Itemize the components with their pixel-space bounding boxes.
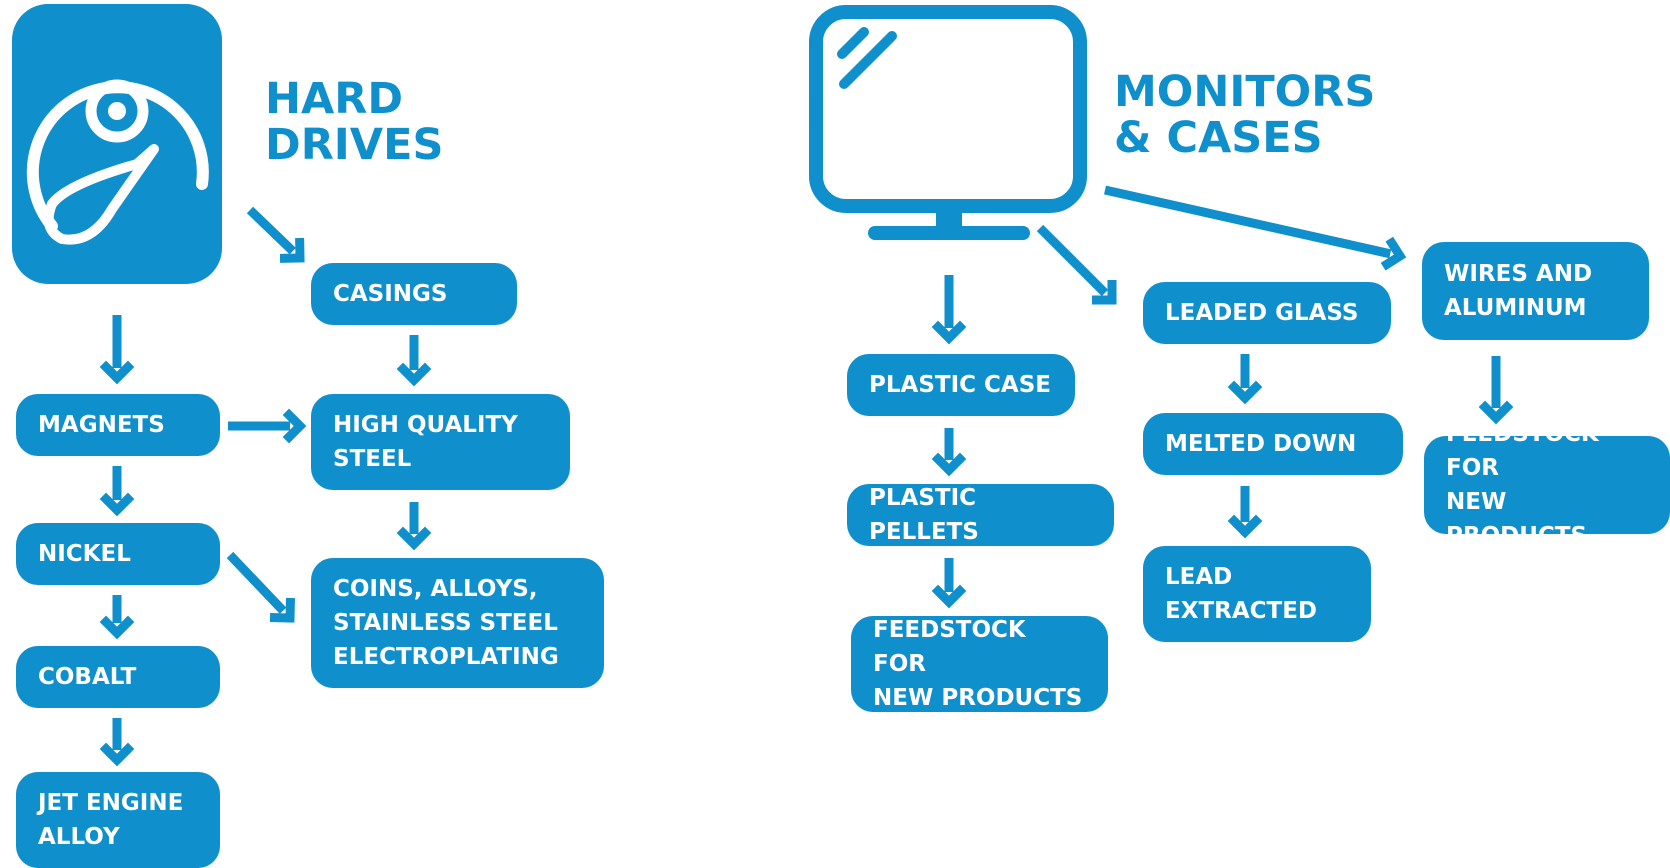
nickel-box: NICKEL [16, 523, 220, 585]
wires-aluminum-box: WIRES AND ALUMINUM [1422, 242, 1649, 340]
feedstock-right-box: FEEDSTOCK FOR NEW PRODUCTS [1424, 421, 1670, 549]
arrow-cobalt-to-jet [99, 718, 135, 767]
hard-drives-title: HARD DRIVES [265, 74, 444, 170]
magnets-box: MAGNETS [16, 394, 220, 456]
cobalt-box: COBALT [16, 646, 220, 708]
arrow-pellets-to-feedstock [931, 558, 967, 609]
feedstock-right-label: FEEDSTOCK FOR NEW PRODUCTS [1446, 421, 1599, 549]
arrow-steel-to-coins [396, 502, 432, 551]
arrow-nickel-to-cobalt [99, 595, 135, 640]
plastic-case-box: PLASTIC CASE [847, 354, 1075, 416]
jet-engine-alloy-label: JET ENGINE ALLOY [38, 790, 184, 850]
melted-down-box: MELTED DOWN [1143, 413, 1403, 475]
high-quality-steel-box: HIGH QUALITY STEEL [311, 394, 570, 490]
casings-box: CASINGS [311, 263, 517, 325]
arrow-leaded-glass-to-melted [1227, 354, 1263, 405]
arrow-hd-to-magnets [99, 315, 135, 385]
high-quality-steel-label: HIGH QUALITY STEEL [333, 412, 518, 472]
coins-alloys-label: COINS, ALLOYS, STAINLESS STEEL ELECTROPL… [333, 576, 559, 670]
arrow-monitor-to-wires [1104, 185, 1407, 271]
arrow-plastic-case-to-pellets [931, 428, 967, 477]
nickel-label: NICKEL [38, 541, 131, 567]
arrow-hd-to-casings [246, 206, 305, 263]
lead-extracted-label: LEAD EXTRACTED [1165, 564, 1318, 624]
arrow-magnets-to-nickel [99, 466, 135, 517]
plastic-pellets-label: PLASTIC PELLETS [869, 485, 979, 545]
arrow-nickel-to-coins [226, 551, 295, 623]
plastic-case-label: PLASTIC CASE [869, 372, 1051, 398]
feedstock-left-label: FEEDSTOCK FOR NEW PRODUCTS [873, 617, 1083, 711]
cobalt-label: COBALT [38, 664, 137, 690]
plastic-pellets-box: PLASTIC PELLETS [847, 484, 1114, 546]
coins-alloys-box: COINS, ALLOYS, STAINLESS STEEL ELECTROPL… [311, 558, 604, 688]
arrow-melted-to-lead [1227, 486, 1263, 539]
melted-down-label: MELTED DOWN [1165, 431, 1357, 457]
leaded-glass-label: LEADED GLASS [1165, 300, 1359, 326]
wires-aluminum-label: WIRES AND ALUMINUM [1444, 261, 1593, 321]
arrow-magnets-to-steel [228, 408, 307, 444]
arrow-monitor-to-plastic-case [931, 275, 967, 345]
lead-extracted-box: LEAD EXTRACTED [1143, 546, 1371, 642]
monitors-cases-title: MONITORS & CASES [1114, 67, 1376, 163]
monitor-icon [809, 5, 1087, 240]
jet-engine-alloy-box: JET ENGINE ALLOY [16, 772, 220, 868]
magnets-label: MAGNETS [38, 412, 165, 438]
arrow-casings-to-steel [396, 335, 432, 387]
arrow-monitor-to-leaded-glass [1036, 224, 1117, 305]
arrow-wires-to-feedstock [1478, 356, 1514, 425]
casings-label: CASINGS [333, 281, 448, 307]
hard-drive-icon [12, 4, 222, 284]
leaded-glass-box: LEADED GLASS [1143, 282, 1391, 344]
feedstock-left-box: FEEDSTOCK FOR NEW PRODUCTS [851, 616, 1108, 712]
